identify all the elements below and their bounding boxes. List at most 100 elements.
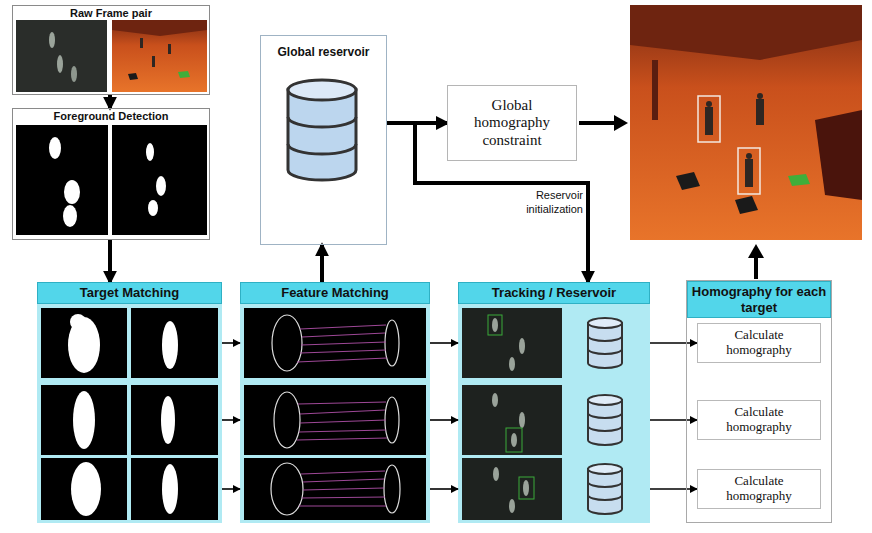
box-label: Global homography constraint <box>460 97 564 149</box>
column-header: Target Matching <box>37 282 222 304</box>
mask-pair-tiles <box>131 458 218 520</box>
foreground-mask <box>64 180 80 204</box>
feature-match-tiles <box>244 385 426 455</box>
column-header: Homography for each target <box>687 281 831 318</box>
database-icon <box>288 80 356 180</box>
database-icon <box>588 318 622 328</box>
output-scene <box>706 101 712 107</box>
box-label: Calculate homography <box>702 405 816 435</box>
tracking-tiles <box>492 318 498 332</box>
feature-match-tiles <box>299 471 386 506</box>
feature-match-tiles <box>271 463 303 515</box>
tracking-tiles <box>506 428 522 452</box>
feature-match-tiles <box>272 315 302 371</box>
column-header: Tracking / Reservoir <box>458 282 650 304</box>
output-scene <box>756 99 764 125</box>
tracking-tiles <box>509 499 515 513</box>
color-frame <box>112 20 207 92</box>
reservoir-box: Global reservoir <box>260 35 387 245</box>
edge-label: Reservoir initialization <box>505 189 583 217</box>
mask-pair-tiles <box>73 391 95 449</box>
column-header: Feature Matching <box>240 282 430 304</box>
feature-match-tiles <box>244 308 426 378</box>
feature-match-tiles <box>385 320 399 366</box>
output-scene <box>757 93 763 99</box>
box-label: Foreground Detection <box>13 109 209 122</box>
database-icon <box>588 400 622 445</box>
mask-pair-tiles <box>131 385 218 455</box>
mask-pair-tiles <box>161 396 175 444</box>
flow-arrow <box>650 488 697 490</box>
output-arrows <box>614 115 628 131</box>
mask-pair-tiles <box>131 308 218 378</box>
stage-column: Target Matching <box>37 282 222 523</box>
output-scene <box>788 174 810 186</box>
flow-arrow <box>430 342 458 344</box>
tracking-tiles <box>519 477 534 499</box>
output-scene <box>652 60 658 120</box>
tracking-tiles <box>488 315 502 335</box>
color-frame <box>128 73 138 80</box>
foreground-mask <box>63 205 77 227</box>
tracking-tiles <box>462 458 562 520</box>
flow-arrow <box>430 488 458 490</box>
flow-arrow <box>222 488 240 490</box>
output-scene <box>630 5 862 60</box>
mask-pair-tiles <box>41 308 127 378</box>
box-label: Raw Frame pair <box>13 6 209 19</box>
foreground-mask <box>156 176 166 196</box>
flow-arrow <box>650 342 697 344</box>
thermal-frame <box>16 20 107 92</box>
box-label: Global reservoir <box>261 36 386 59</box>
tracking-tiles <box>511 433 517 447</box>
tracking-tiles <box>492 393 498 407</box>
output-arrows <box>754 256 758 279</box>
database-icon <box>288 144 356 154</box>
database-icon <box>588 464 622 474</box>
output-scene <box>735 196 758 214</box>
stage-column: Feature Matching <box>240 282 430 523</box>
panel-background <box>240 282 430 523</box>
feature-match-tiles <box>297 402 387 440</box>
mask-pair-tiles <box>41 458 127 520</box>
database-icon <box>588 413 622 431</box>
process-box: Global homography constraint <box>447 85 577 161</box>
color-frame <box>152 56 155 67</box>
color-frame <box>168 44 171 54</box>
process-box: Calculate homography <box>697 469 821 509</box>
thermal-frame <box>49 32 55 48</box>
feature-match-tiles <box>274 392 300 448</box>
color-frame <box>112 20 207 36</box>
image-panel: Foreground Detection <box>12 108 210 240</box>
foreground-mask <box>49 137 61 159</box>
flow-arrow <box>222 419 240 421</box>
mask-pair-tiles <box>162 464 178 514</box>
database-icon <box>588 469 622 514</box>
feature-match-tiles <box>244 458 426 520</box>
feature-match-tiles <box>297 325 387 362</box>
flow-arrow <box>430 419 458 421</box>
tracking-tiles <box>509 357 515 371</box>
output-scene <box>815 110 862 200</box>
stage-column: Homography for each targetCalculate homo… <box>686 280 832 523</box>
mask-pair-tiles <box>162 321 178 369</box>
flow-arrow <box>222 342 240 344</box>
foreground-mask <box>146 143 154 161</box>
output-arrows <box>579 115 764 279</box>
process-box: Calculate homography <box>697 400 821 440</box>
box-label: Calculate homography <box>702 328 816 358</box>
output-scene <box>698 96 720 142</box>
flow-arrow <box>650 419 697 421</box>
mask-pair-tiles <box>71 462 101 516</box>
mask-pair-tiles <box>70 314 86 330</box>
panel-background <box>37 282 222 523</box>
stage-column: Tracking / Reservoir <box>458 282 650 523</box>
thermal-frame <box>57 55 63 73</box>
box-label: Calculate homography <box>702 474 816 504</box>
database-icon <box>588 318 622 514</box>
color-frame <box>112 20 207 92</box>
database-icon <box>588 482 622 500</box>
output-arrows <box>748 244 764 258</box>
tracking-tiles <box>519 412 525 428</box>
